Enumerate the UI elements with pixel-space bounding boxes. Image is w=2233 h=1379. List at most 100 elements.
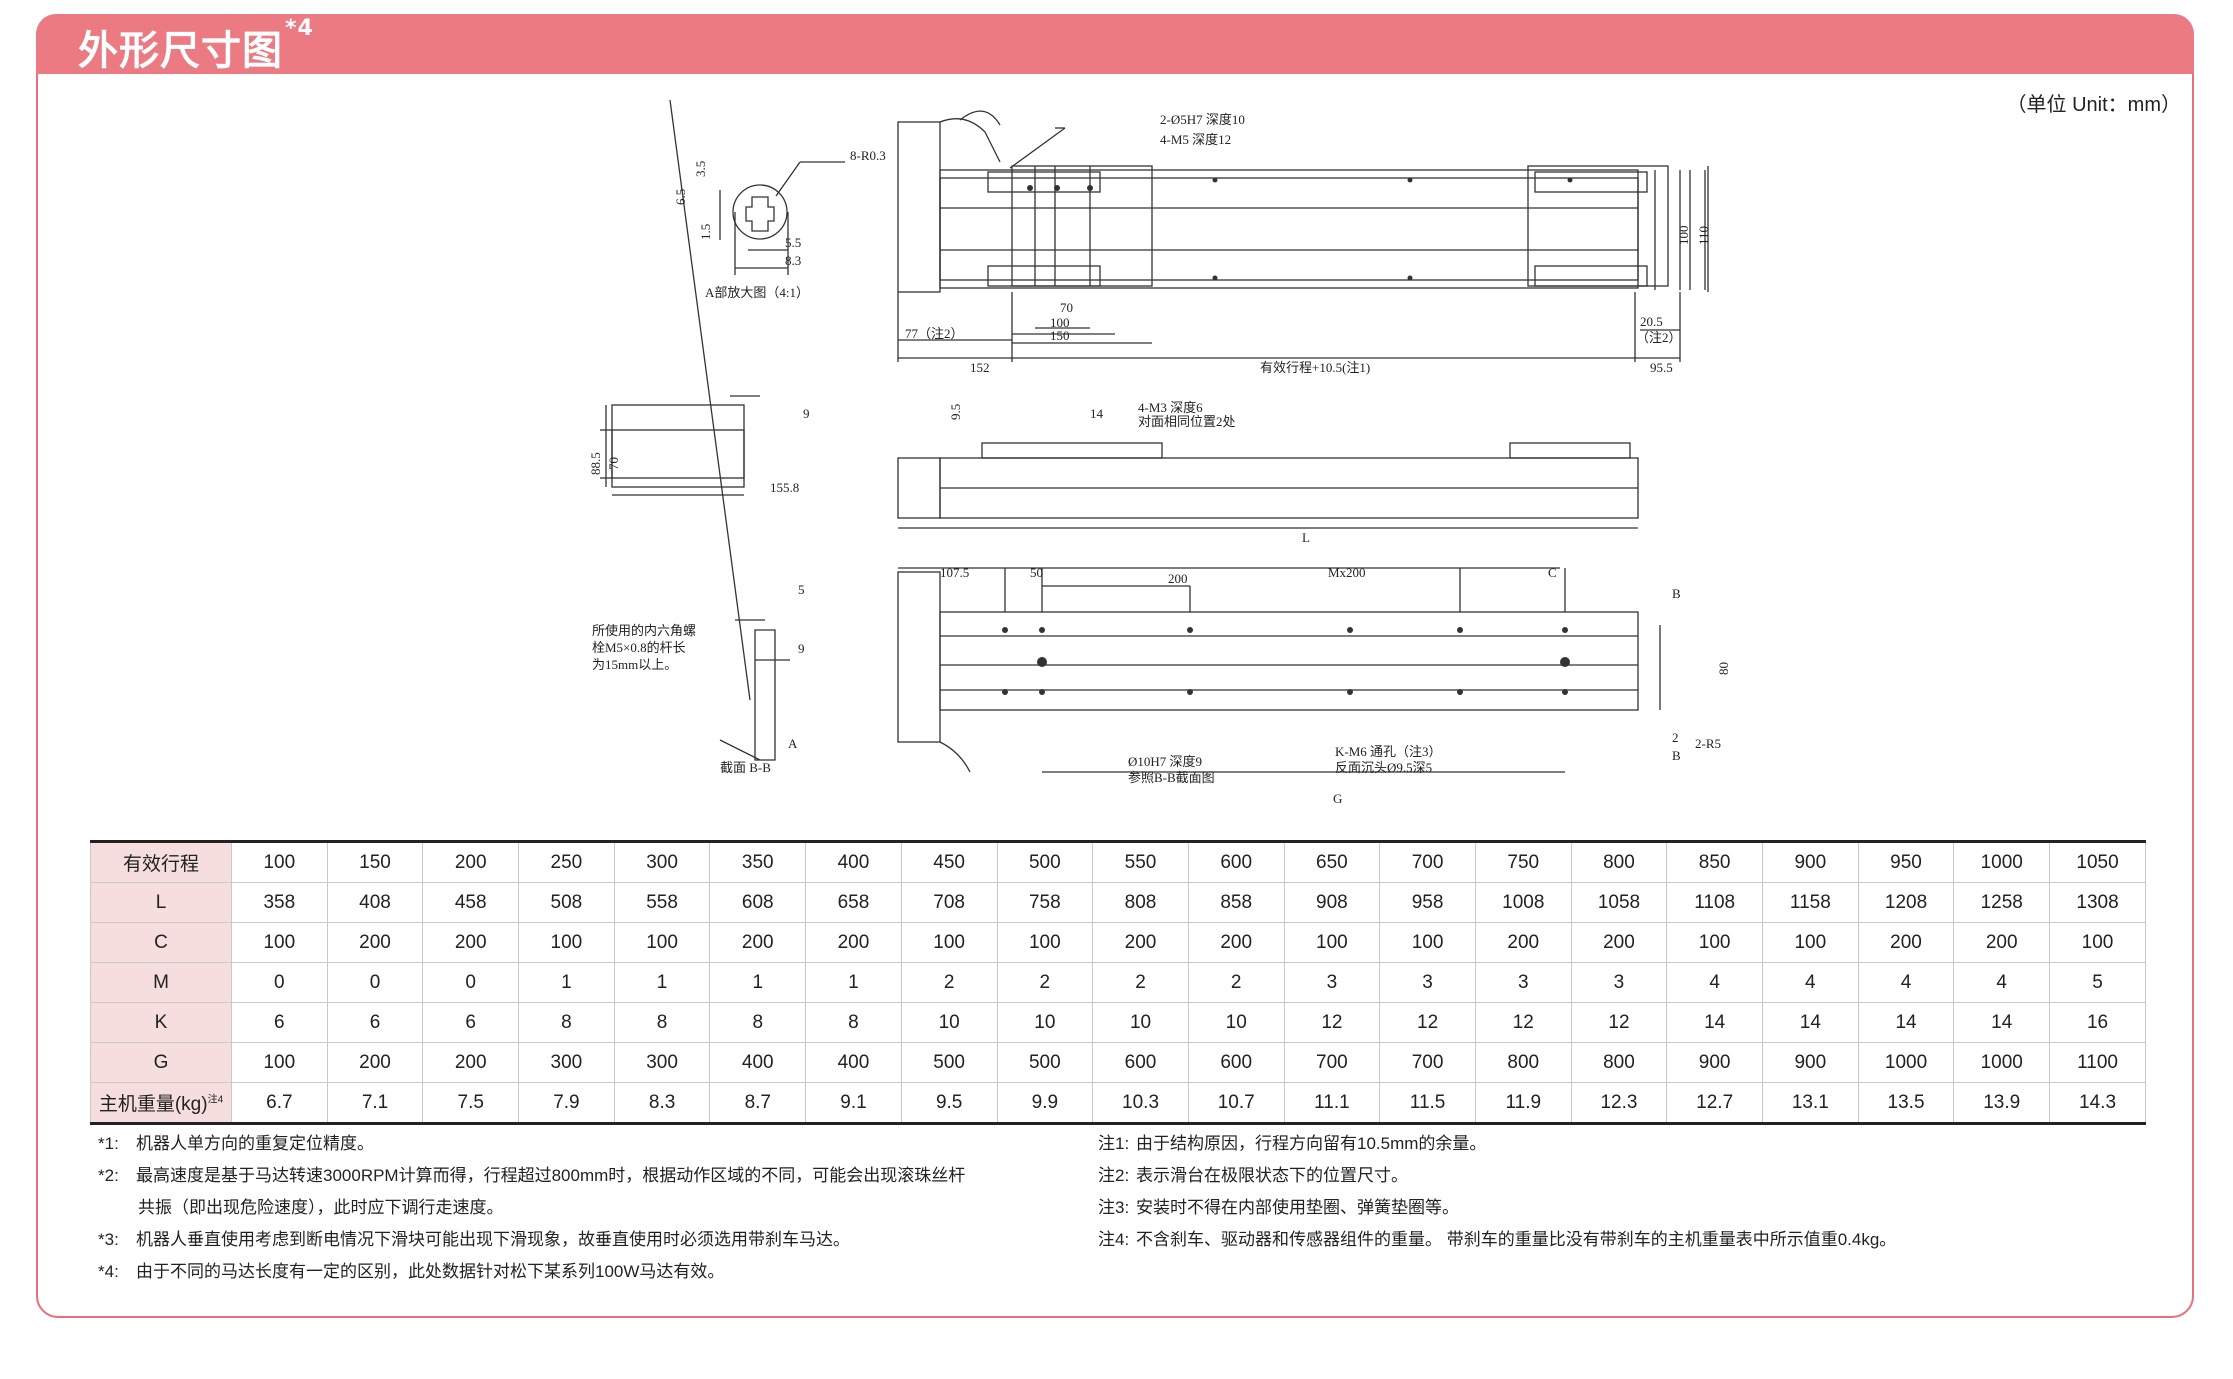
table-cell: 100 [613, 922, 711, 963]
label-d200: 200 [1168, 571, 1188, 586]
table-cell: 2 [996, 962, 1094, 1003]
label-d100a: 100 [1050, 315, 1070, 330]
table-cell: 100 [1379, 922, 1476, 963]
table-cell: 808 [1092, 882, 1189, 923]
table-cell: 600 [1187, 1042, 1285, 1083]
table-cell: 12 [1474, 1002, 1572, 1043]
table-cell: 500 [996, 1042, 1094, 1083]
table-cell: 358 [231, 882, 328, 923]
table-cell: 100 [518, 922, 615, 963]
notes-left: *1:机器人单方向的重复定位精度。*2:最高速度是基于马达转速3000RPM计算… [98, 1128, 1058, 1288]
table-cell: 200 [1953, 922, 2051, 963]
table-cell: 700 [1379, 1042, 1476, 1083]
table-cell: 608 [709, 882, 807, 923]
table-cell: 13.1 [1762, 1082, 1859, 1125]
label-phi10a: Ø10H7 深度9 [1128, 754, 1202, 769]
table-cell: 6 [326, 1002, 424, 1043]
stroke-col-header: 550 [1092, 840, 1189, 883]
table-cell: 600 [1092, 1042, 1189, 1083]
row-header: M [90, 962, 232, 1003]
stroke-col-header: 600 [1187, 840, 1285, 883]
stroke-col-header: 650 [1283, 840, 1381, 883]
label-A: A [788, 736, 798, 751]
table-cell: 10 [900, 1002, 998, 1043]
table-cell: 900 [1666, 1042, 1763, 1083]
row-header: L [90, 882, 232, 923]
row-header-stroke: 有效行程 [90, 840, 232, 883]
label-phi10b: 参照B-B截面图 [1128, 770, 1215, 785]
table-cell: 13.5 [1857, 1082, 1955, 1125]
label-m3b: 对面相同位置2处 [1138, 414, 1236, 429]
table-cell: 100 [1283, 922, 1381, 963]
table-cell: 7.5 [422, 1082, 520, 1125]
table-cell: 300 [613, 1042, 711, 1083]
table-cell: 12 [1379, 1002, 1476, 1043]
label-d55: 5.5 [785, 235, 801, 250]
table-cell: 1108 [1666, 882, 1763, 923]
table-cell: 958 [1379, 882, 1476, 923]
section-header [36, 14, 2194, 74]
label-d9a: 9 [803, 406, 810, 421]
table-cell: 1 [518, 962, 615, 1003]
label-d205: 20.5 [1640, 314, 1663, 329]
table-cell: 500 [900, 1042, 998, 1083]
label-h110: 110 [1696, 226, 1711, 245]
table-cell: 400 [709, 1042, 807, 1083]
table-cell: 408 [326, 882, 424, 923]
label-km6a: K-M6 通孔（注3） [1335, 744, 1442, 759]
stroke-col-header: 950 [1857, 840, 1955, 883]
table-cell: 1 [805, 962, 902, 1003]
table-cell: 14 [1953, 1002, 2051, 1043]
table-cell: 1 [709, 962, 807, 1003]
label-d35: 3.5 [693, 161, 708, 177]
table-cell: 6.7 [231, 1082, 328, 1125]
label-note2: （注2） [1636, 330, 1682, 345]
table-cell: 200 [1474, 922, 1572, 963]
table-cell: 8 [613, 1002, 711, 1043]
stroke-col-header: 400 [805, 840, 902, 883]
stroke-col-header: 450 [900, 840, 998, 883]
table-cell: 4 [1762, 962, 1859, 1003]
label-d77: 77（注2） [905, 326, 964, 341]
label-bolt2: 栓M5×0.8的杆长 [592, 640, 686, 655]
stroke-col-header: 1050 [2049, 840, 2146, 883]
table-cell: 3 [1474, 962, 1572, 1003]
table-cell: 0 [422, 962, 520, 1003]
label-d14: 14 [1090, 406, 1104, 421]
table-cell: 14 [1762, 1002, 1859, 1043]
stroke-col-header: 900 [1762, 840, 1859, 883]
table-cell: 100 [231, 922, 328, 963]
table-cell: 0 [326, 962, 424, 1003]
notes-right: 注1:由于结构原因，行程方向留有10.5mm的余量。注2:表示滑台在极限状态下的… [1098, 1128, 2178, 1256]
table-cell: 12.7 [1666, 1082, 1763, 1125]
stroke-col-header: 750 [1474, 840, 1572, 883]
stroke-col-header: 100 [231, 840, 328, 883]
table-cell: 100 [2049, 922, 2146, 963]
table-cell: 3 [1570, 962, 1668, 1003]
table-cell: 14 [1857, 1002, 1955, 1043]
table-cell: 9.5 [900, 1082, 998, 1125]
table-cell: 8.3 [613, 1082, 711, 1125]
table-cell: 11.5 [1379, 1082, 1476, 1125]
table-cell: 16 [2049, 1002, 2146, 1043]
table-cell: 7.1 [326, 1082, 424, 1125]
label-B1: B [1672, 586, 1681, 601]
table-cell: 100 [231, 1042, 328, 1083]
table-cell: 100 [996, 922, 1094, 963]
table-cell: 700 [1283, 1042, 1381, 1083]
unit-label: （单位 Unit：mm） [2006, 94, 2181, 116]
label-G: G [1333, 791, 1342, 806]
label-d152: 152 [970, 360, 990, 375]
table-cell: 6 [422, 1002, 520, 1043]
table-cell: 1158 [1762, 882, 1859, 923]
table-cell: 3 [1379, 962, 1476, 1003]
table-cell: 900 [1762, 1042, 1859, 1083]
label-d955: 95.5 [1650, 360, 1673, 375]
label-bolt3: 为15mm以上。 [592, 657, 677, 672]
label-d83: 8.3 [785, 253, 801, 268]
